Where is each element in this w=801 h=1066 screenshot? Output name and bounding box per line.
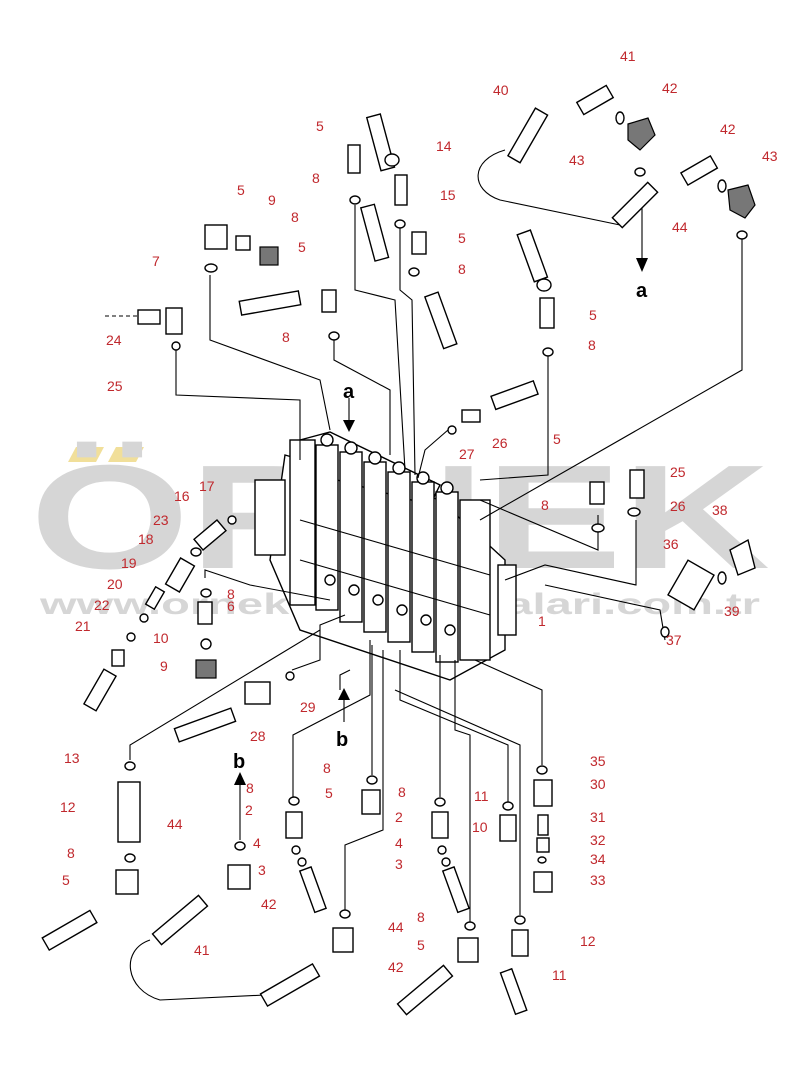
callout-25: 25	[670, 464, 686, 480]
callout-6: 5	[316, 118, 324, 134]
direction-label-a-1: a	[636, 280, 648, 302]
callout-3: 3	[395, 856, 403, 872]
callout-16: 15	[440, 187, 456, 203]
callout-8: 7	[152, 253, 160, 269]
direction-arrows: a a b b	[233, 208, 648, 840]
callout-11: 10	[472, 819, 488, 835]
callout-8: 8	[458, 261, 466, 277]
callout-8: 8	[588, 337, 596, 353]
control-valve-body	[254, 431, 517, 681]
callout-43: 42	[662, 80, 678, 96]
callout-44: 44	[167, 816, 183, 832]
callout-2: 2	[395, 809, 403, 825]
callout-20: 19	[121, 555, 137, 571]
callout-4: 4	[395, 835, 403, 851]
callout-29: 28	[250, 728, 266, 744]
callout-8: 8	[312, 170, 320, 186]
callout-5: 5	[237, 182, 245, 198]
callout-1: 1	[538, 613, 546, 629]
parts	[41, 84, 756, 1016]
callout-38: 37	[666, 632, 682, 648]
callout-12: 12	[580, 933, 596, 949]
callout-4: 4	[253, 835, 261, 851]
callout-41: 40	[493, 82, 509, 98]
callout-labels: 1 2 2 3 3 4 4 5 5 5 5 5 6 5 5 5 5 7 8 8 …	[60, 48, 778, 983]
callout-31: 30	[590, 776, 606, 792]
callout-5: 5	[589, 307, 597, 323]
callout-19: 18	[138, 531, 154, 547]
callout-10: 10	[153, 630, 169, 646]
callout-25: 24	[106, 332, 122, 348]
callout-27: 26	[492, 435, 508, 451]
callout-5: 5	[417, 937, 425, 953]
direction-label-b-1: b	[336, 729, 348, 751]
callout-9: 9	[160, 658, 168, 674]
callout-8: 8	[282, 329, 290, 345]
callout-18: 17	[199, 478, 215, 494]
callout-37: 36	[663, 536, 679, 552]
callout-33: 32	[590, 832, 606, 848]
callout-5: 5	[325, 785, 333, 801]
callout-5: 5	[458, 230, 466, 246]
callout-17: 16	[174, 488, 190, 504]
callout-26: 25	[107, 378, 123, 394]
callout-44: 43	[569, 152, 585, 168]
callout-30: 29	[300, 699, 316, 715]
callout-3: 3	[258, 862, 266, 878]
callout-42: 42	[388, 959, 404, 975]
callout-22: 21	[75, 618, 91, 634]
callout-9: 8	[291, 209, 299, 225]
callout-44: 44	[672, 219, 688, 235]
direction-label-b-2: b	[233, 751, 245, 773]
callout-42: 41	[620, 48, 636, 64]
callout-7: 6	[227, 598, 235, 614]
leader-lines	[129, 149, 743, 1001]
callout-42: 42	[261, 896, 277, 912]
callout-14: 13	[64, 750, 80, 766]
callout-11: 11	[552, 967, 567, 983]
callout-43: 43	[762, 148, 778, 164]
callout-34: 33	[590, 872, 606, 888]
callout-8: 8	[417, 909, 425, 925]
callout-32: 31	[590, 809, 606, 825]
callout-23: 22	[94, 597, 110, 613]
callout-35: 34	[590, 851, 606, 867]
callout-8: 8	[246, 780, 254, 796]
callout-44: 44	[388, 919, 404, 935]
callout-15: 14	[436, 138, 452, 154]
callout-40: 39	[724, 603, 740, 619]
callout-8: 8	[398, 784, 406, 800]
callout-28: 27	[459, 446, 475, 462]
callout-12: 11	[474, 788, 489, 804]
direction-label-a-2: a	[343, 381, 355, 403]
callout-42: 42	[720, 121, 736, 137]
callout-5: 5	[298, 239, 306, 255]
callout-5: 5	[62, 872, 70, 888]
callout-13: 12	[60, 799, 76, 815]
callout-21: 20	[107, 576, 123, 592]
callout-39: 38	[712, 502, 728, 518]
callout-26: 26	[670, 498, 686, 514]
callout-8: 8	[227, 586, 235, 602]
callout-10: 9	[268, 192, 276, 208]
callout-8: 8	[323, 760, 331, 776]
callout-41: 41	[194, 942, 210, 958]
callout-24: 23	[153, 512, 169, 528]
callout-8: 8	[541, 497, 549, 513]
callout-5: 5	[553, 431, 561, 447]
callout-2: 2	[245, 802, 253, 818]
callout-8: 8	[67, 845, 75, 861]
callout-36: 35	[590, 753, 606, 769]
